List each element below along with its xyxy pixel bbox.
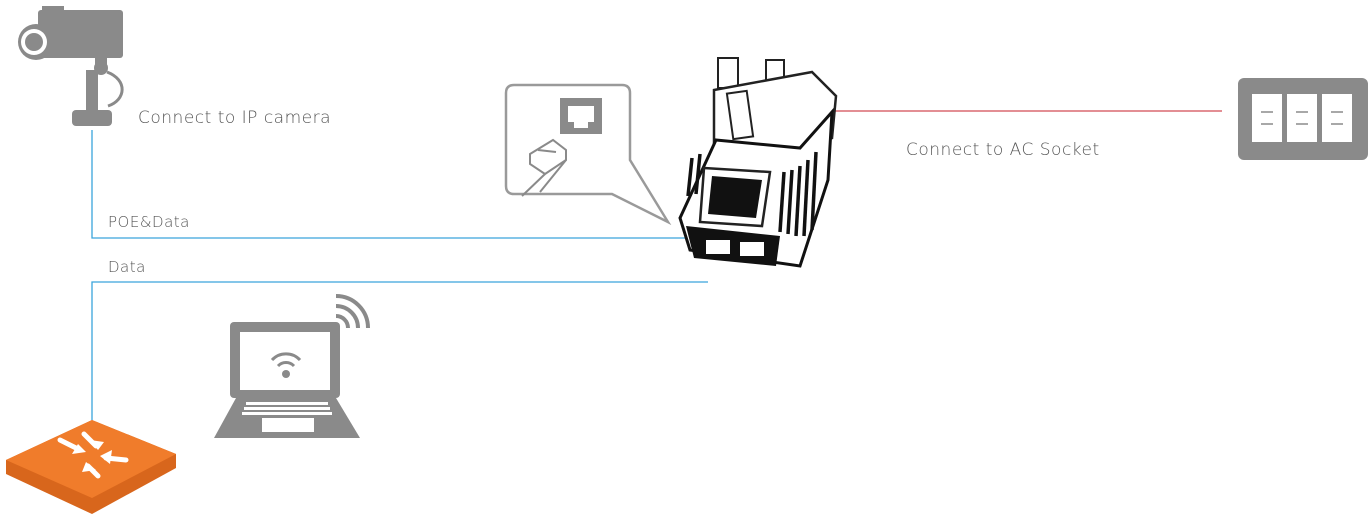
wifi-laptop-icon [214,294,370,438]
data-line [91,281,708,420]
rj45-plug-callout-icon [504,83,672,226]
ac-socket-icon [1238,78,1368,160]
router-icon [6,420,176,514]
ip-camera-icon [18,6,124,126]
poe-injector-icon [678,57,838,268]
data-label: Data [108,258,146,276]
poe-data-label: POE&Data [108,213,190,231]
poe-data-line [91,130,686,239]
ac-socket-connection-label: Connect to AC Socket [906,140,1100,160]
camera-connection-label: Connect to IP camera [138,108,332,128]
